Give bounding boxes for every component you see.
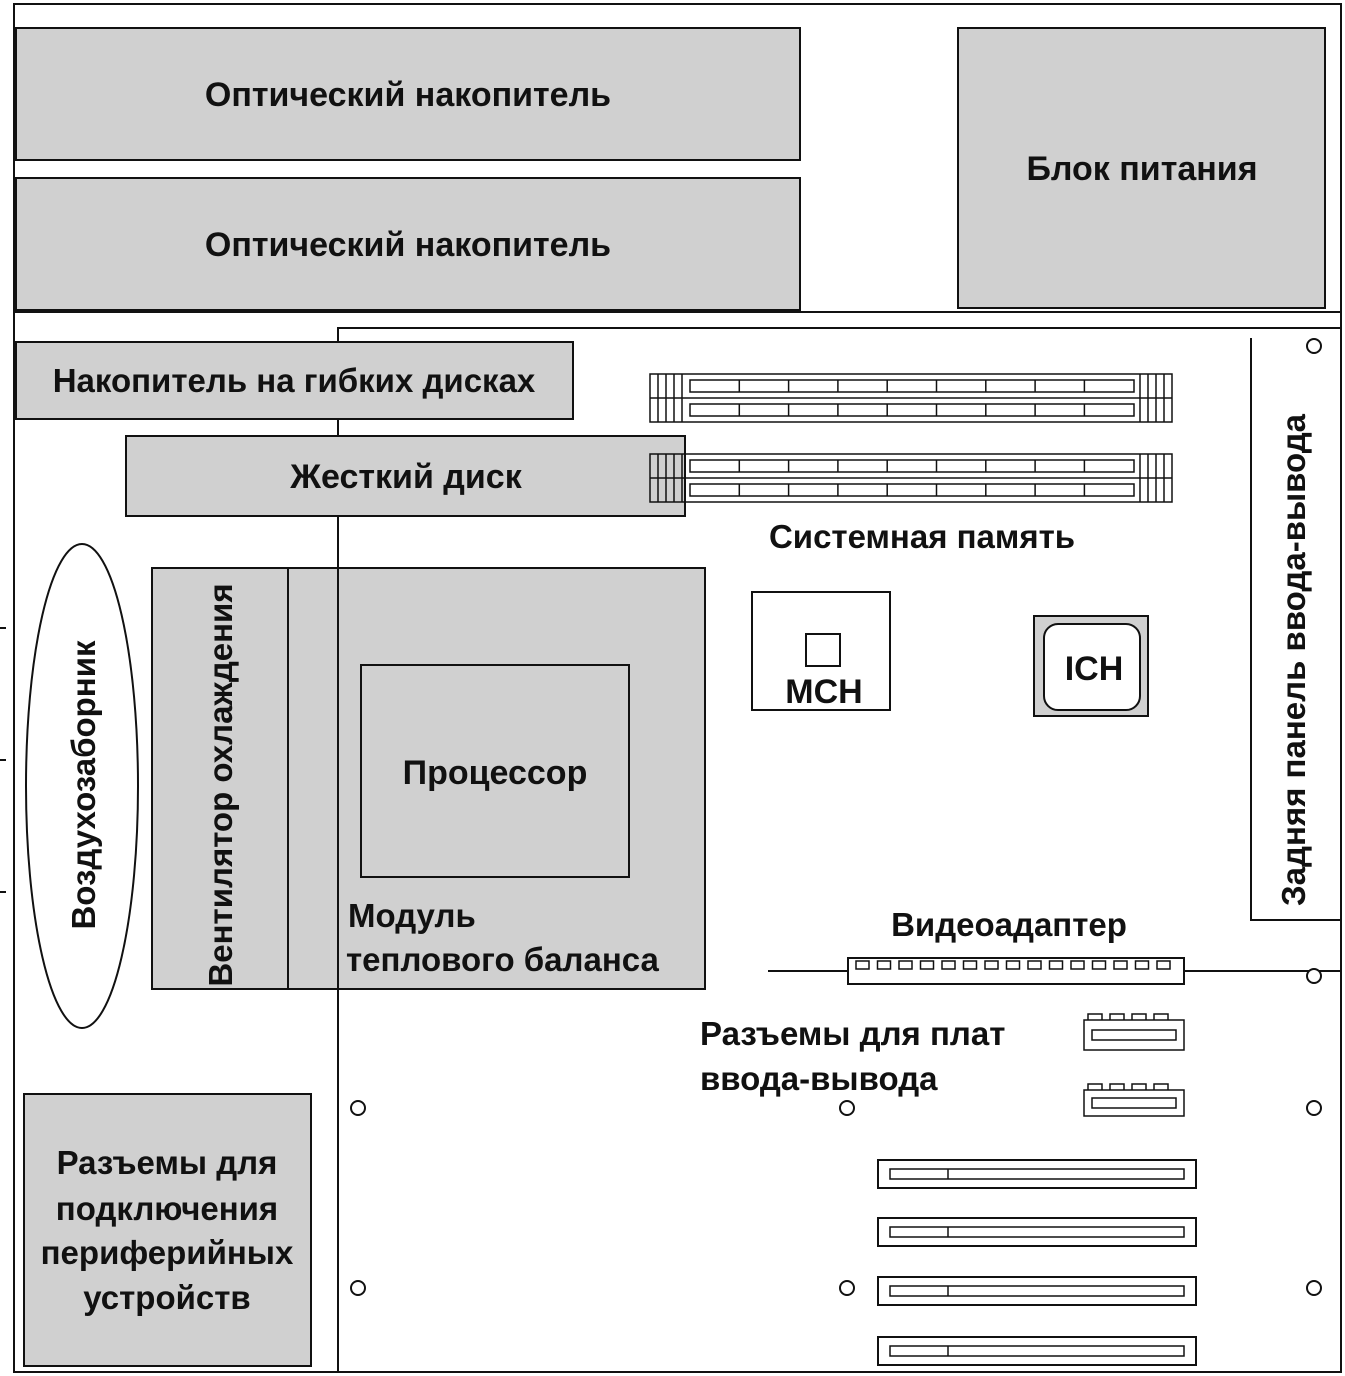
video-adapter-label: Видеоадаптер [891, 906, 1127, 943]
thermal-module-label-line2: теплового баланса [346, 941, 660, 978]
mounting-hole [1306, 1100, 1322, 1116]
memory-slot-1 [649, 373, 1173, 423]
mounting-hole [350, 1100, 366, 1116]
io-slot-short-2 [1083, 1083, 1185, 1117]
agp-pin [898, 960, 913, 970]
video-adapter-slot: Видеоадаптер [768, 906, 1341, 985]
mounting-hole [839, 1100, 855, 1116]
system-memory-label: Системная память [769, 518, 1075, 555]
rear-io-panel-label: Задняя панель ввода-вывода [1275, 413, 1312, 906]
optical-drive-1: Оптический накопитель [15, 27, 801, 161]
air-intake-label: Воздухозаборник [65, 640, 102, 930]
agp-pin [984, 960, 999, 970]
pci-slot-2 [877, 1217, 1197, 1247]
ich-chip: ICH [1033, 615, 1149, 717]
agp-pin [1070, 960, 1085, 970]
agp-pin [1156, 960, 1171, 970]
floppy-drive-label: Накопитель на гибких дисках [53, 362, 536, 399]
optical-drive-1-label: Оптический накопитель [205, 76, 611, 114]
cooling-fan-label: Вентилятор охлаждения [202, 583, 239, 986]
rear-io-panel: Задняя панель ввода-вывода [1250, 338, 1341, 921]
mounting-hole [1306, 1280, 1322, 1296]
power-supply: Блок питания [957, 27, 1326, 309]
floppy-drive: Накопитель на гибких дисках [15, 341, 574, 420]
pci-slot-1 [877, 1159, 1197, 1189]
mounting-hole [350, 1280, 366, 1296]
mch-chip: MCH [751, 591, 891, 711]
pci-slot-4 [877, 1336, 1197, 1366]
agp-pin [1113, 960, 1128, 970]
peripheral-connectors: Разъемы для подключения периферийных уст… [23, 1093, 312, 1367]
ich-label: ICH [1065, 650, 1124, 688]
peripheral-label-line1: Разъемы для [57, 1144, 278, 1181]
agp-pin [1005, 960, 1021, 970]
processor-label: Процессор [403, 754, 588, 792]
agp-pin [855, 960, 870, 970]
agp-pin [941, 960, 956, 970]
mounting-hole [1306, 968, 1322, 984]
pci-slot-3 [877, 1276, 1197, 1306]
optical-drive-2: Оптический накопитель [15, 177, 801, 311]
peripheral-label-line4: устройств [83, 1279, 250, 1316]
air-intake: Воздухозаборник [25, 543, 139, 1029]
agp-pin [1091, 960, 1107, 970]
power-supply-label: Блок питания [1026, 150, 1257, 188]
peripheral-label-line2: подключения [56, 1190, 278, 1227]
mch-label: MCH [785, 673, 862, 711]
memory-slot-2 [649, 453, 1173, 503]
io-slot-short-1 [1083, 1013, 1185, 1051]
peripheral-label-line3: периферийных [41, 1234, 294, 1271]
edge-ticks [0, 627, 6, 893]
thermal-module-label-line1: Модуль [348, 897, 476, 934]
agp-pin [1048, 960, 1064, 970]
mounting-hole [839, 1280, 855, 1296]
cooling-fan: Вентилятор охлаждения [151, 567, 289, 990]
agp-pin [876, 960, 892, 970]
agp-pin [962, 960, 978, 970]
motherboard-outline [337, 327, 1341, 1372]
io-slots-label-line1: Разъемы для плат [700, 1015, 1005, 1052]
chassis-outline [13, 3, 1342, 1373]
agp-pin [1027, 960, 1042, 970]
processor [360, 664, 630, 878]
optical-drive-2-label: Оптический накопитель [205, 226, 611, 264]
thermal-module: Процессор Модуль теплового баланса [287, 567, 706, 990]
hard-disk-label: Жесткий диск [289, 458, 522, 496]
hard-disk: Жесткий диск [125, 435, 686, 517]
mounting-holes [350, 338, 1322, 1296]
agp-pin [919, 960, 935, 970]
agp-pin [1134, 960, 1150, 970]
mounting-hole [1306, 338, 1322, 354]
io-slots-label-line2: ввода-вывода [700, 1060, 938, 1097]
